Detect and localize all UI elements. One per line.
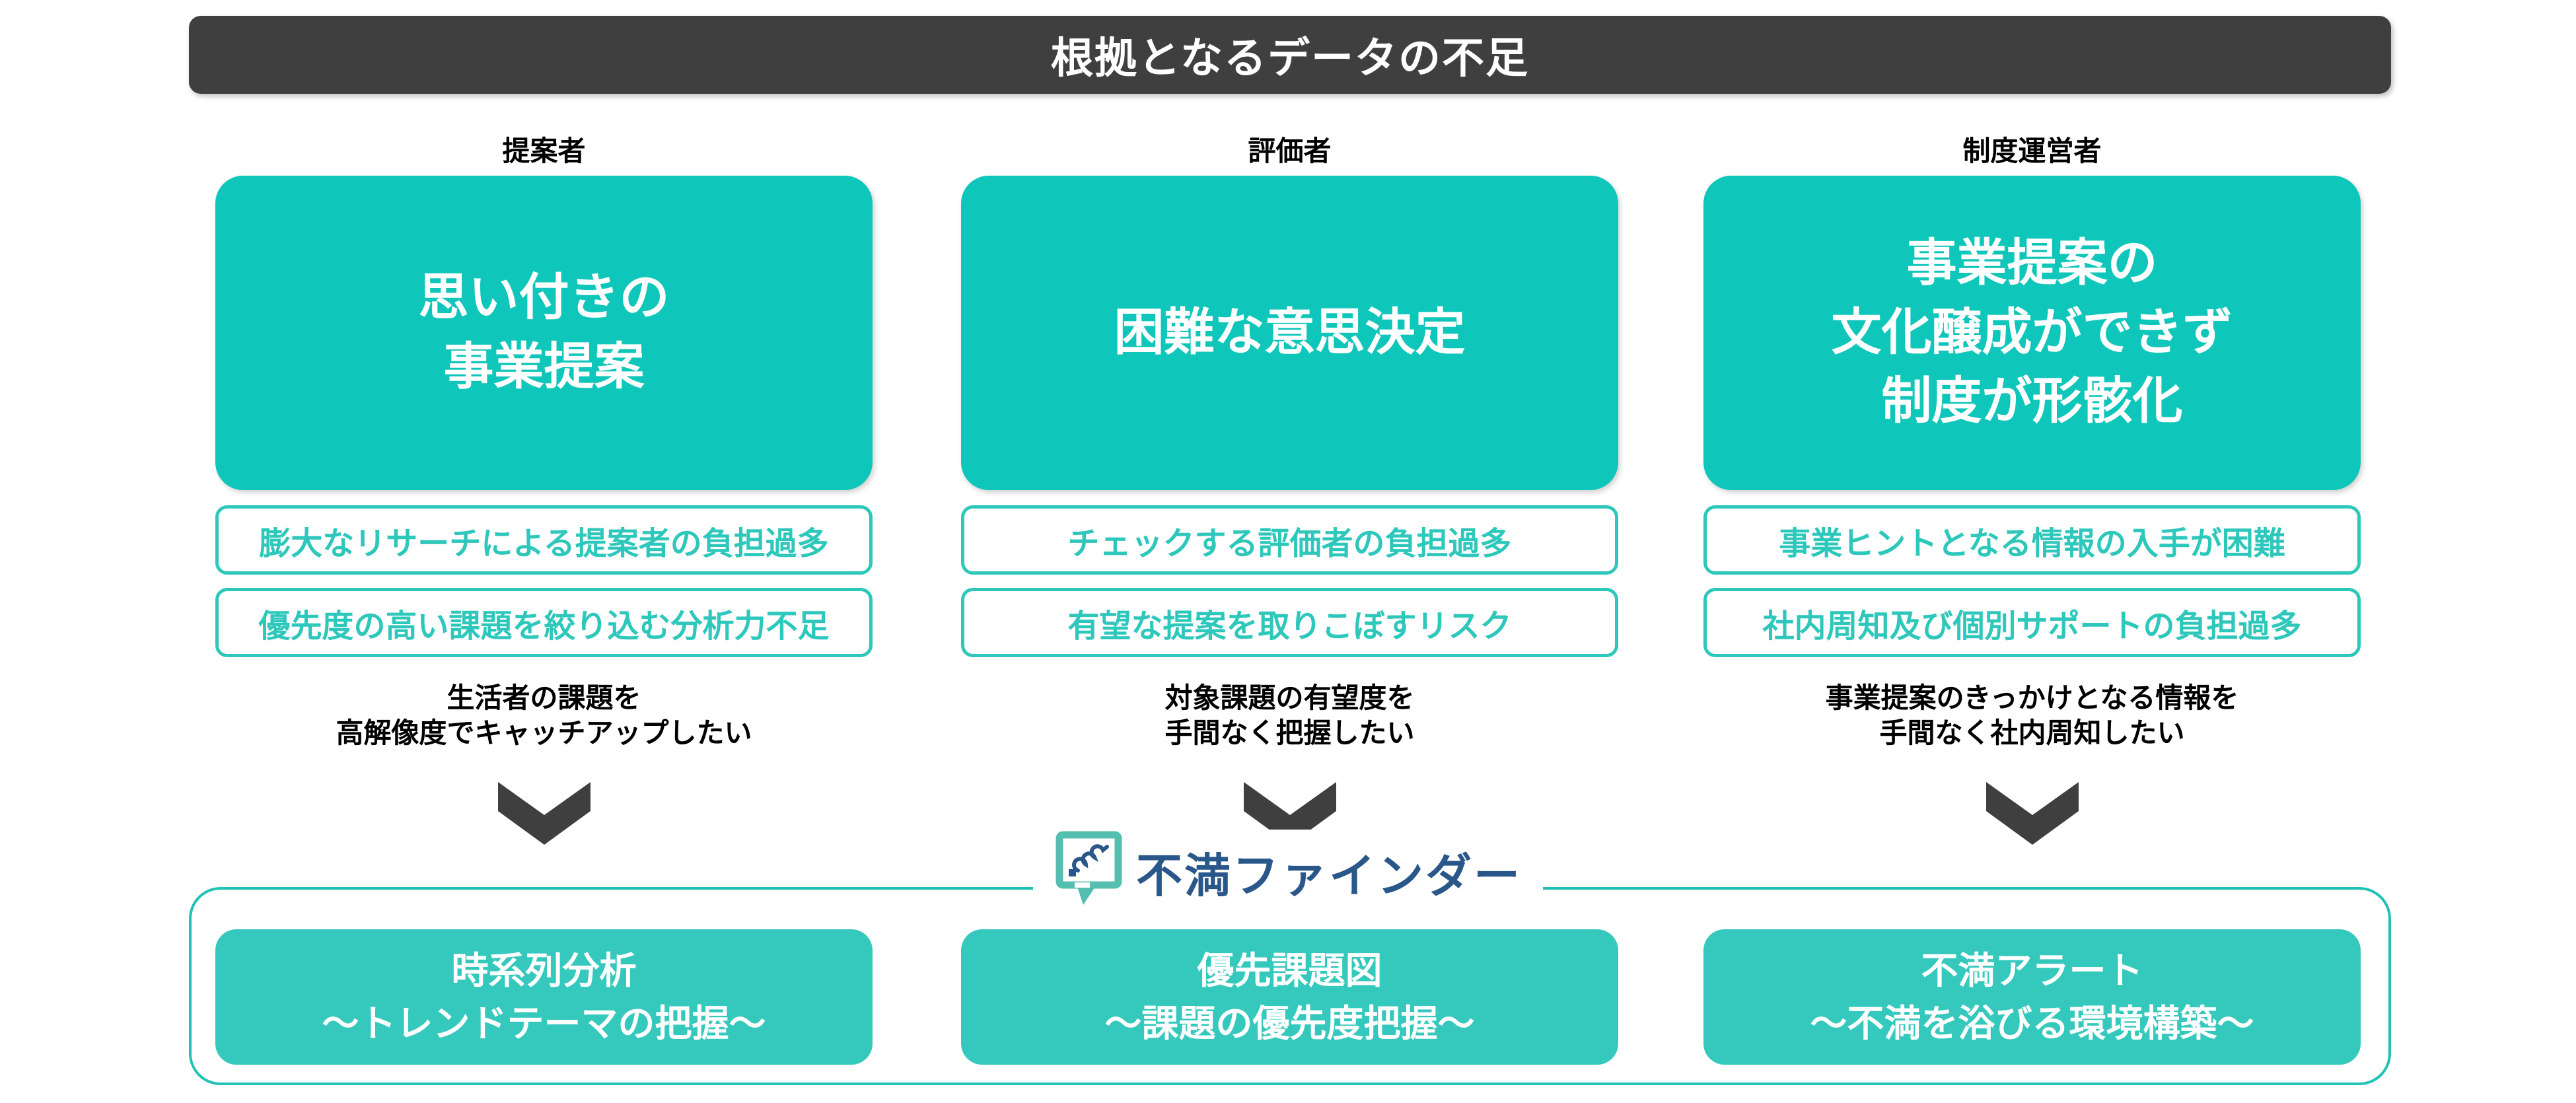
down-arrow-icon: [497, 782, 590, 845]
problem-box: 事業提案の 文化醸成ができず 制度が形骸化: [1703, 176, 2361, 490]
banner-title: 根拠となるデータの不足: [1050, 34, 1530, 82]
down-arrow-icon: [1986, 782, 2079, 845]
pain-text: 膨大なリサーチによる提案者の負担過多: [259, 526, 829, 561]
solution-title: 不満アラート: [1921, 949, 2143, 991]
pain-box: チェックする評価者の負担過多: [961, 505, 1618, 575]
product-name: 不満ファインダー: [1136, 849, 1522, 902]
wish-text: 対象課題の有望度を 手間なく把握したい: [1164, 679, 1414, 753]
column-proposer: 提案者 思い付きの 事業提案 膨大なリサーチによる提案者の負担過多 優先度の高い…: [215, 122, 873, 845]
wish-line: 高解像度でキャッチアップしたい: [336, 717, 752, 748]
solution-box-alert: 不満アラート ～不満を浴びる環境構築～: [1703, 929, 2361, 1065]
pain-text: 優先度の高い課題を絞り込む分析力不足: [258, 608, 830, 644]
wish-line: 手間なく社内周知したい: [1879, 717, 2185, 748]
pain-text: 有望な提案を取りこぼすリスク: [1067, 608, 1512, 644]
problem-box: 思い付きの 事業提案: [215, 176, 873, 490]
solution-title: 優先課題図: [1197, 949, 1382, 991]
solution-subtitle: ～トレンドテーマの把握～: [322, 1002, 766, 1044]
wish-line: 事業提案のきっかけとなる情報を: [1825, 682, 2239, 714]
pain-text: 社内周知及び個別サポートの負担過多: [1762, 608, 2302, 644]
pain-box: 有望な提案を取りこぼすリスク: [961, 588, 1618, 657]
speech-bubble-scribble-icon: [1054, 830, 1123, 914]
problem-line: 事業提案の: [1906, 234, 2158, 291]
wish-text: 事業提案のきっかけとなる情報を 手間なく社内周知したい: [1826, 679, 2239, 753]
role-label: 提案者: [502, 135, 586, 166]
role-label: 制度運営者: [1962, 135, 2102, 166]
problem-line: 思い付きの: [418, 269, 670, 326]
wish-line: 対象課題の有望度を: [1164, 682, 1415, 714]
pain-box: 社内周知及び個別サポートの負担過多: [1703, 588, 2361, 657]
solution-subtitle: ～課題の優先度把握～: [1104, 1002, 1475, 1044]
solution-box-timeseries: 時系列分析 ～トレンドテーマの把握～: [215, 929, 873, 1065]
product-logo: 不満ファインダー: [1033, 830, 1543, 914]
pain-box: 優先度の高い課題を絞り込む分析力不足: [215, 588, 873, 657]
solution-title: 時系列分析: [451, 949, 637, 991]
pain-text: チェックする評価者の負担過多: [1067, 526, 1512, 561]
problem-line: 制度が形骸化: [1881, 373, 2183, 430]
wish-line: 手間なく把握したい: [1164, 717, 1415, 748]
solution-subtitle: ～不満を浴びる環境構築～: [1810, 1002, 2254, 1044]
problem-line: 事業提案: [443, 339, 645, 395]
column-evaluator: 評価者 困難な意思決定 チェックする評価者の負担過多 有望な提案を取りこぼすリス…: [961, 122, 1618, 845]
problem-line: 文化醸成ができず: [1831, 304, 2233, 361]
problem-box: 困難な意思決定: [961, 176, 1618, 490]
wish-text: 生活者の課題を 高解像度でキャッチアップしたい: [336, 679, 752, 753]
pain-box: 事業ヒントとなる情報の入手が困難: [1703, 505, 2361, 575]
banner: 根拠となるデータの不足: [189, 16, 2391, 94]
role-label: 評価者: [1248, 135, 1332, 166]
solution-box-priority-map: 優先課題図 ～課題の優先度把握～: [961, 929, 1618, 1065]
problem-line: 困難な意思決定: [1114, 304, 1466, 361]
wish-line: 生活者の課題を: [447, 682, 641, 714]
column-program-operator: 制度運営者 事業提案の 文化醸成ができず 制度が形骸化 事業ヒントとなる情報の入…: [1703, 122, 2361, 845]
pain-box: 膨大なリサーチによる提案者の負担過多: [215, 505, 873, 575]
pain-text: 事業ヒントとなる情報の入手が困難: [1779, 526, 2285, 561]
